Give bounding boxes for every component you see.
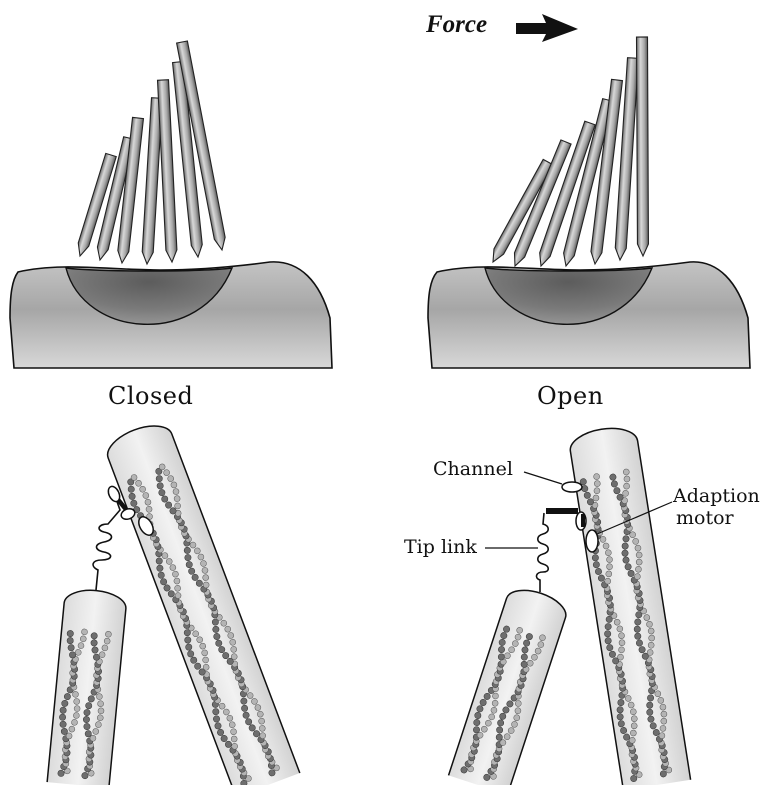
stereocilia-bundle-open	[488, 37, 648, 268]
open-label: Open	[537, 382, 604, 410]
hair-cell-closed	[10, 41, 332, 368]
stereocilium-rod	[158, 80, 178, 263]
tip-link-spring-closed	[93, 496, 120, 590]
hair-cell-open	[428, 37, 750, 368]
tall-stereocilium-open	[568, 424, 691, 785]
short-stereocilium-open	[449, 584, 571, 785]
stereocilia-pair-closed	[47, 418, 300, 785]
adaption-motor-open	[586, 530, 598, 552]
channel-open	[562, 482, 582, 492]
adaption-motor-label-line1: Adaption	[672, 485, 760, 507]
adaption-motor-label-line2: motor	[676, 507, 735, 529]
channel-label: Channel	[433, 458, 513, 480]
force-arrow-icon	[516, 14, 578, 42]
stereocilia-bundle-closed	[75, 41, 228, 264]
closed-label: Closed	[108, 382, 193, 410]
force-label: Force	[425, 11, 487, 38]
short-stereocilium-closed	[47, 588, 127, 785]
stereocilium-rod	[637, 37, 649, 256]
tip-link-label: Tip link	[404, 536, 477, 558]
channel-gate-bar-open	[546, 508, 578, 514]
tall-stereocilium-closed	[102, 418, 300, 785]
channel-leader-line	[524, 472, 562, 484]
tip-link-open	[536, 513, 548, 592]
